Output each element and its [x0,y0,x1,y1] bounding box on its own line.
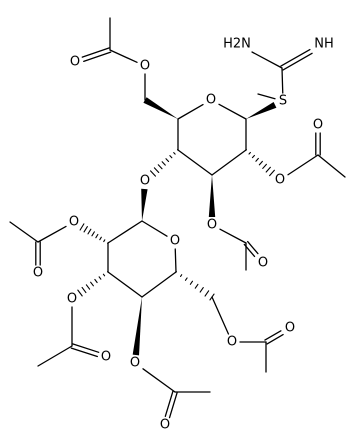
ring2-c4-ester-oxygen-label: O [130,356,140,371]
ring1-c3-carbonyl-bond [247,240,259,255]
ring2-c5-c6-hashed-bond [180,274,183,277]
ring1-c3-ester-oxygen-label: O [207,218,217,233]
ring1-o-c1-bond [218,103,247,120]
ring2-c3-ester-oxygen-label: O [67,292,77,307]
ring2-c5-c6-hashed-bond [184,277,188,281]
ring1-c4-o-hashed-bond [165,158,170,162]
ring1-c2-o-hashed-bond [248,151,251,155]
ring1-c2-ester-oxygen-label: O [275,173,285,188]
ring2-c4-ester-bond [142,368,176,393]
ring1-c2-c3-bond [211,149,247,176]
ring2-c5-c6-hashed-bond [189,280,194,285]
ring2-c1-c2-bond [107,220,143,244]
ring1-c4-o-hashed-bond [157,164,163,170]
ring1-c2-o-hashed-bond [269,169,275,177]
ring2-c2-methyl-bond [9,221,39,243]
ring2-c3-carbonyl-bond [70,347,98,358]
ring2-c3-o-hashed-bond [81,286,87,294]
ring2-c3-carbonyl-oxygen-label: O [101,350,111,365]
ring2-c2-o-hashed-bond [95,233,99,239]
ring2-c2-o-hashed-bond [83,225,88,233]
ring2-c3-c4-bond [107,271,143,298]
ring2-c5-c6-hashed-bond [204,290,210,297]
ring2-c5-c6-hashed-bond [199,287,204,293]
ring2-c3-methyl-bond [37,345,73,367]
ring2-c6-carbonyl-oxygen-label: O [285,321,295,336]
ring1-c4-o-hashed-bond [149,170,157,177]
ring2-c3-o-hashed-bond [102,273,106,277]
ring2-c6-o-bond [211,296,230,335]
ring2-c4-c5-bond [141,271,177,298]
amine-nh2-label: H2N [223,37,251,52]
ring1-c3-c4-bond [177,149,213,176]
ring2-c3-o-hashed-bond [85,284,91,290]
ring2-c2-carbonyl-oxygen-label: O [33,266,43,281]
ring2-c2-o-hashed-bond [99,236,102,241]
ring1-c3-ester-bond [219,228,247,244]
amidine-c-nh-double-bond [280,48,311,67]
ring1-c2-o-hashed-bond [255,157,259,162]
atom-label-layer: H2N NH S O O O O O O O O O O O O O O O O O [33,37,334,433]
ring2-c1-o-bond [141,220,168,237]
ring2-c2-ester-bond [37,225,67,243]
ring2-c3-o-hashed-bond [77,289,83,297]
ring2-c5-c6-hashed-bond [194,283,199,289]
ring1-c3-carbonyl-oxygen-label: O [258,256,268,271]
ring2-c6-carbonyl-bond [266,333,284,345]
ring2-c4-carbonyl-bond [168,391,178,419]
ring2-c6-carbonyl-bond [264,330,282,341]
ring1-c2-o-hashed-bond [251,154,255,159]
amidine-c-nh-double-bond [282,52,313,71]
ring1-c6-carbonyl-bond [81,47,110,58]
ring1-c5-c6-wedge-bond [143,97,178,119]
ring1-c2-o-hashed-bond [265,166,271,173]
ring2-c6-ester-oxygen-label: O [227,335,237,350]
ring1-c2-methyl-bond [317,154,346,178]
ring2-c2-o-hashed-bond [87,228,92,235]
ring2-c1-o-wedge-bond [141,188,148,221]
ring2-c5-c6-hashed-bond [175,270,177,274]
bond-layer [9,17,346,419]
ring1-c4-o-hashed-bond [177,149,179,151]
ring1-c3-o-wedge-bond [208,175,216,217]
ring2-c3-o-hashed-bond [94,278,98,284]
amidine-c-nh2-bond [251,51,283,69]
ring1-c6-carbonyl-oxygen-label: O [70,55,80,70]
ring2-c2-o-hashed-bond [103,239,106,243]
ring1-c6-carbonyl-bond [83,51,112,62]
imine-nh-label: NH [314,37,334,52]
ring2-c2-o-hashed-bond [79,223,85,231]
ring1-c1-s-wedge-bond [246,102,277,119]
ring2-c3-carbonyl-bond [72,343,100,353]
ring1-c2-o-hashed-bond [258,160,263,166]
ring2-c4-carbonyl-oxygen-label: O [160,418,170,433]
ring2-oxygen-label: O [170,234,180,249]
glycosidic-oxygen-label: O [140,174,150,189]
ring1-c2-o-hashed-bond [262,163,267,169]
ring2-c4-carbonyl-bond [164,390,174,418]
ring1-c4-o-hashed-bond [161,161,166,166]
ring2-c3-o-hashed-bond [98,276,102,280]
amidine-c-s-bond [281,67,284,94]
ring1-oxygen-label: O [206,93,216,108]
ring2-o-c5-bond [174,248,177,273]
ring2-c3-o-hashed-bond [107,270,109,274]
ring2-c2-ester-oxygen-label: O [69,215,79,230]
sulfur-label: S [279,94,287,109]
ring1-c6-ester-oxygen-label: O [140,59,150,74]
ring1-c4-o-hashed-bond [173,152,176,155]
ring1-c2-ester-bond [287,154,319,176]
ring1-c6-ester-bond [109,49,138,63]
ring1-c5-o-bond [177,103,204,120]
s-ring1-bond [257,93,276,100]
ring2-c2-o-hashed-bond [107,241,109,245]
ring1-c2-o-hashed-bond [245,149,247,151]
ring2-c2-o-hashed-bond [91,231,95,237]
ring1-c4-o-hashed-bond [153,167,160,173]
ring2-c4-o-wedge-bond [132,297,142,356]
ring1-c4-o-hashed-bond [169,155,173,159]
ring1-c2-carbonyl-oxygen-label: O [313,118,323,133]
ring2-c3-o-hashed-bond [90,281,94,287]
